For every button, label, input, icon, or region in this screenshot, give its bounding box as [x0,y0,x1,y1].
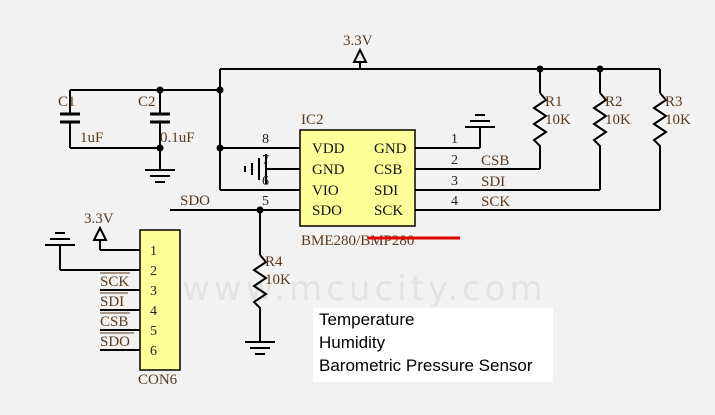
supply-label-top: 3.3V [343,33,373,49]
desc-line-2: Humidity [319,333,386,352]
description-box: Temperature Humidity Barometric Pressure… [313,308,553,382]
ic-part-struck: BMP280 [360,233,414,249]
c2-ref: C2 [138,94,156,110]
ic-part-label: BME280/BMP280 [301,233,414,249]
desc-line-1: Temperature [319,310,415,329]
ic-pin-name-vdd: VDD [312,141,345,157]
r4-value: 10K [265,272,291,288]
resistor-r3 [652,92,668,210]
supply-arrow-top-icon [352,47,368,63]
ground-r4-icon [245,341,275,355]
con-net-sdi: SDI [100,294,124,310]
ic-bme280: IC2 BME280/BMP280 VDD GND V [170,112,660,249]
ic-pin-name-sck: SCK [374,203,403,219]
capacitor-c2 [145,90,175,183]
ground-pin7-icon [244,154,267,184]
supply-3v3-top: 3.3V [343,33,373,69]
net-sdo: SDO [180,193,210,209]
ic-pin-name-sdi: SDI [374,183,398,199]
ic-pin-name-vio: VIO [312,183,339,199]
r4-ref: R4 [265,254,283,270]
resistor-r1 [532,92,548,169]
ic-pin-name-gnd-right: GND [374,141,407,157]
con-net-csb: CSB [100,314,128,330]
con-pin-6: 6 [150,344,157,359]
connector-con6: 3.3V 1 2 3 4 5 6 SCK SDI CSB SDO [45,211,181,388]
ic-pin-num-7: 7 [262,153,269,168]
resistor-r4 [252,254,268,342]
ic-pin-num-8: 8 [262,132,269,147]
vdd-rail [219,68,661,191]
watermark: www.mcucity.com [182,269,547,309]
con-pin-2: 2 [150,264,157,279]
r1-ref: R1 [545,94,563,110]
ic-pin-name-csb: CSB [374,162,402,178]
supply-arrow-con-icon [92,225,108,241]
con-pin-1: 1 [150,244,157,259]
con-pin-5: 5 [150,324,157,339]
r2-ref: R2 [605,94,623,110]
ic-pin-name-sdo: SDO [312,203,342,219]
desc-line-3: Barometric Pressure Sensor [319,356,533,375]
r2-value: 10K [605,112,631,128]
connector-ref: CON6 [138,372,178,388]
c1-value: 1uF [80,130,103,146]
r3-value: 10K [665,112,691,128]
ic-ref: IC2 [301,112,324,128]
ic-pin-num-1: 1 [451,132,458,147]
ic-pin-num-5: 5 [262,194,269,209]
c2-value: 0.1uF [160,130,195,146]
con-pin-4: 4 [150,304,157,319]
ic-body [299,129,416,227]
r1-value: 10K [545,112,571,128]
ic-pin-num-2: 2 [451,153,458,168]
resistor-r2 [592,92,608,190]
connector-body [139,229,181,371]
con-net-sck: SCK [100,274,129,290]
net-sck: SCK [481,194,510,210]
ground-pin1-icon [465,114,495,148]
net-csb: CSB [481,153,509,169]
ic-pin-num-4: 4 [451,194,458,209]
con-net-sdo: SDO [100,334,130,350]
ic-pin-num-6: 6 [262,174,269,189]
capacitor-c1 [60,89,220,149]
ic-pin-name-gnd-left: GND [312,162,345,178]
net-sdi: SDI [481,174,505,190]
ic-pin-num-3: 3 [451,174,458,189]
supply-label-con: 3.3V [84,211,114,227]
c1-ref: C1 [58,94,76,110]
r3-ref: R3 [665,94,683,110]
con-pin-3: 3 [150,284,157,299]
